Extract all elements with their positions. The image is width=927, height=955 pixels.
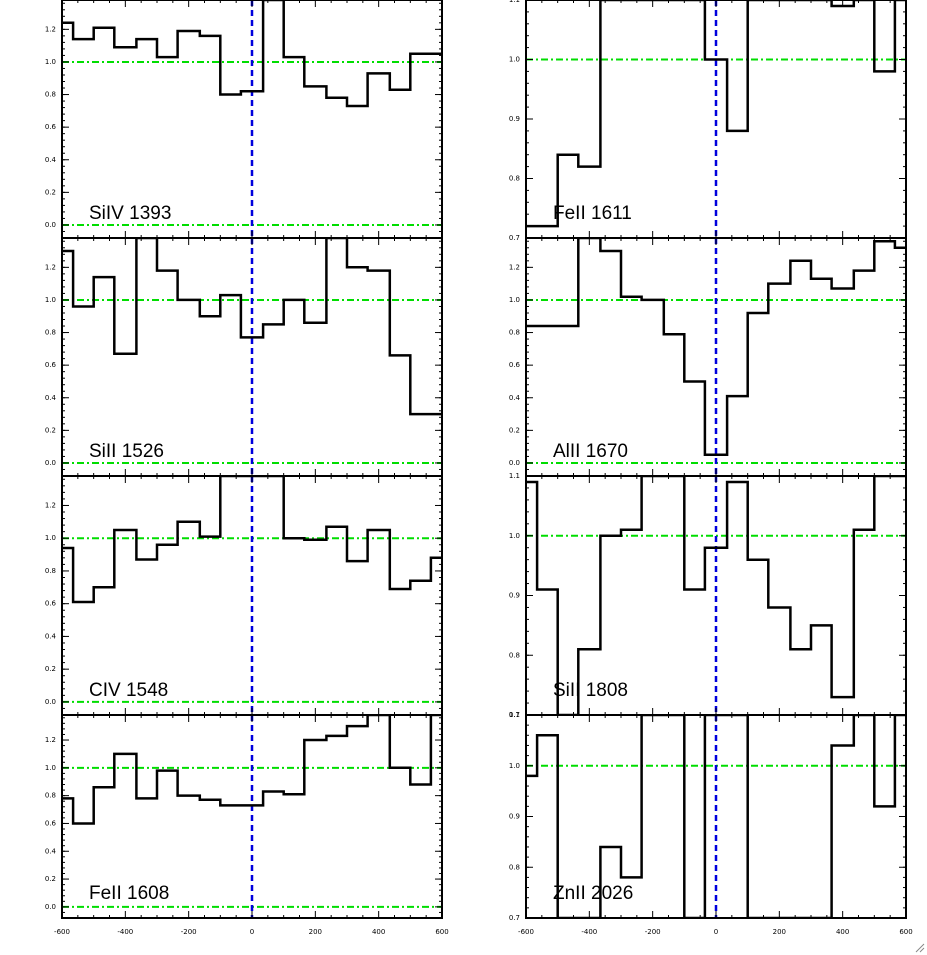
y-tick-label: 1.0 (509, 532, 520, 540)
y-tick-label: 0.0 (45, 221, 56, 229)
x-tick-label: -400 (117, 928, 133, 936)
y-tick-label: 0.2 (45, 665, 56, 673)
y-tick-label: 0.7 (509, 234, 520, 242)
panel-label: CIV 1548 (89, 680, 168, 701)
y-tick-label: 0.0 (45, 459, 56, 467)
y-tick-label: 1.0 (509, 296, 520, 304)
y-tick-label: 0.0 (45, 698, 56, 706)
y-tick-label: 1.1 (509, 0, 520, 4)
y-tick-label: 0.6 (45, 123, 57, 131)
x-tick-label: 200 (773, 928, 786, 936)
y-tick-label: 0.4 (45, 847, 57, 855)
x-tick-label: 400 (372, 928, 385, 936)
x-tick-label: 600 (435, 928, 448, 936)
y-tick-label: 0.8 (509, 863, 520, 871)
panel-znii-2026: 0.7 0.8 0.9 1.0 1.1 -600 -400 -200 0 200 400 600 ZnI… (509, 711, 913, 936)
y-tick-label: 0.2 (45, 426, 56, 434)
x-tick-label: 0 (250, 928, 254, 936)
spectrum-line (62, 238, 442, 416)
panel-label: FeII 1608 (89, 883, 169, 904)
spectrum-line (526, 0, 906, 228)
y-tick-label: 0.6 (45, 361, 57, 369)
x-tick-label: 200 (309, 928, 322, 936)
spectrum-line (526, 715, 906, 918)
y-tick-label: 0.2 (509, 426, 520, 434)
y-tick-label: 0.8 (45, 567, 56, 575)
spectrum-line (526, 238, 906, 457)
panel-label: SiIV 1393 (89, 203, 171, 224)
x-tick-label: -200 (645, 928, 661, 936)
y-tick-label: 1.0 (45, 58, 56, 66)
panel-label: FeII 1611 (553, 203, 632, 224)
x-tick-label: -600 (518, 928, 534, 936)
y-tick-label: 0.8 (45, 792, 56, 800)
y-tick-label: 0.6 (509, 361, 521, 369)
y-tick-label: 1.2 (45, 263, 56, 271)
y-tick-label: 0.9 (509, 813, 520, 821)
y-tick-label: 0.7 (509, 711, 520, 719)
y-tick-label: 0.8 (45, 91, 56, 99)
y-tick-label: 0.8 (509, 651, 520, 659)
panel-feii-1608: 0.0 0.2 0.4 0.6 0.8 1.0 1.2 -600 -400 -200 0 200 400… (45, 714, 449, 936)
spectrum-line (62, 715, 442, 825)
y-tick-label: 0.8 (509, 329, 520, 337)
panel-label: SiII 1526 (89, 441, 164, 462)
y-tick-label: 0.6 (45, 819, 57, 827)
y-tick-label: 0.4 (45, 394, 57, 402)
y-tick-label: 1.1 (509, 711, 520, 719)
y-tick-label: 1.0 (509, 762, 520, 770)
y-tick-label: 0.4 (45, 632, 57, 640)
y-tick-label: 0.8 (45, 329, 56, 337)
x-tick-label: -200 (181, 928, 197, 936)
y-tick-label: 0.9 (509, 115, 520, 123)
y-tick-label: 1.1 (509, 472, 520, 480)
panel-label: AlII 1670 (553, 441, 628, 462)
x-tick-label: 600 (899, 928, 912, 936)
panel-label: SiII 1808 (553, 680, 628, 701)
y-tick-label: 1.0 (45, 296, 56, 304)
panel-label: ZnII 2026 (553, 883, 633, 904)
spectrum-line (526, 476, 906, 715)
x-tick-label: -600 (54, 928, 70, 936)
y-tick-label: 1.2 (45, 501, 56, 509)
y-tick-label: 0.2 (45, 875, 56, 883)
resize-grip-icon[interactable] (913, 941, 925, 953)
x-tick-label: 0 (714, 928, 718, 936)
y-tick-label: 1.0 (45, 534, 56, 542)
y-tick-label: 0.2 (45, 188, 56, 196)
y-tick-label: 0.6 (45, 600, 57, 608)
y-tick-label: 1.2 (45, 25, 56, 33)
spectrum-line (62, 0, 442, 108)
y-tick-label: 1.2 (45, 736, 56, 744)
x-tick-label: -400 (581, 928, 597, 936)
y-tick-label: 0.7 (509, 914, 520, 922)
y-tick-label: 1.0 (45, 764, 56, 772)
y-tick-label: 0.4 (509, 394, 521, 402)
y-tick-label: 0.0 (45, 903, 56, 911)
y-tick-label: 0.0 (509, 459, 520, 467)
x-tick-label: 400 (836, 928, 849, 936)
y-tick-label: 0.9 (509, 592, 520, 600)
y-tick-label: 0.4 (45, 156, 57, 164)
y-tick-label: 0.8 (509, 175, 520, 183)
y-tick-label: 1.2 (509, 263, 520, 271)
y-tick-label: 1.0 (509, 56, 520, 64)
spectrum-line (62, 476, 442, 604)
